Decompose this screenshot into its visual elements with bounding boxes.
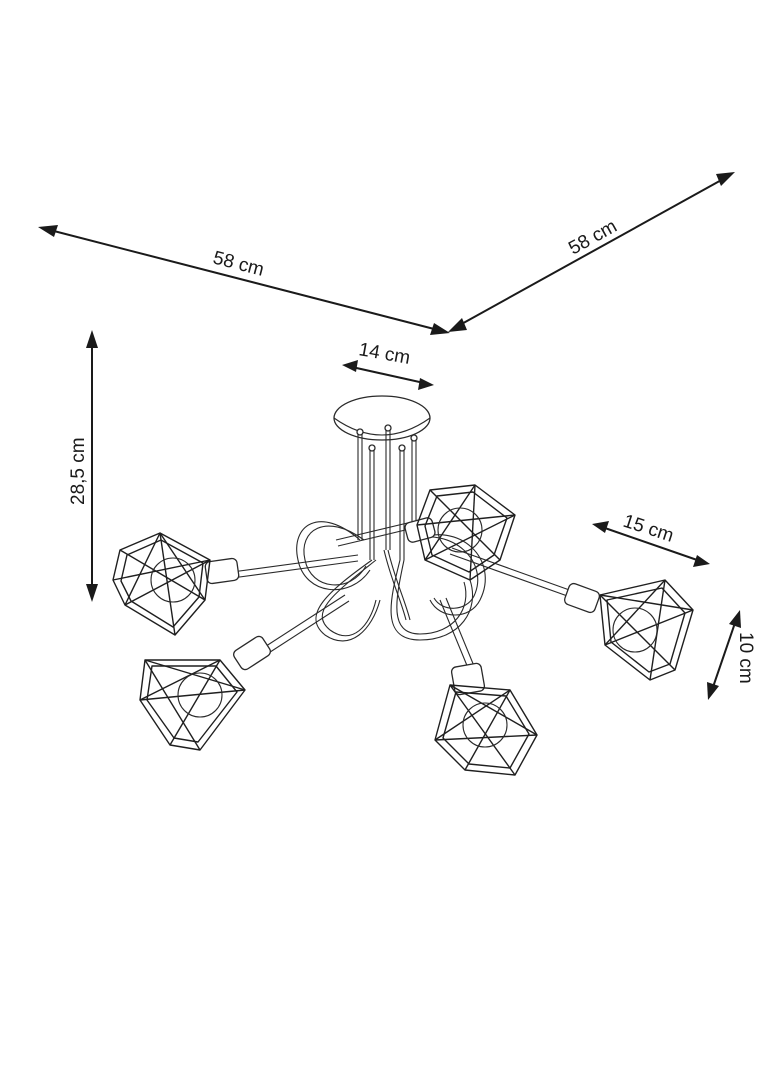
ceiling-canopy (333, 395, 431, 441)
label-canopy-width: 14 cm (357, 339, 412, 369)
label-width-left: 58 cm (211, 248, 266, 281)
label-width-right: 58 cm (565, 216, 620, 259)
cage-shade-upper-center (416, 484, 516, 581)
cage-shade-right (599, 579, 694, 681)
label-height: 28,5 cm (68, 437, 89, 505)
stems (356, 424, 418, 560)
dimension-canopy-width: 14 cm (342, 339, 434, 390)
cage-shade-bottom-center (434, 684, 538, 776)
cage-shade-lower-left (139, 659, 246, 751)
arm-loops (296, 521, 486, 642)
cage-shade-upper-left (112, 532, 211, 636)
label-shade-width: 15 cm (620, 511, 676, 547)
dimension-shade-width: 15 cm (592, 511, 710, 567)
label-shade-height: 10 cm (735, 632, 756, 684)
dimension-width-left: 58 cm (38, 225, 450, 335)
dimension-width-right: 58 cm (448, 172, 735, 332)
sockets (204, 517, 601, 696)
lamp-illustration (112, 395, 694, 776)
dimension-shade-height: 10 cm (707, 610, 756, 700)
dimension-height: 28,5 cm (68, 330, 98, 602)
